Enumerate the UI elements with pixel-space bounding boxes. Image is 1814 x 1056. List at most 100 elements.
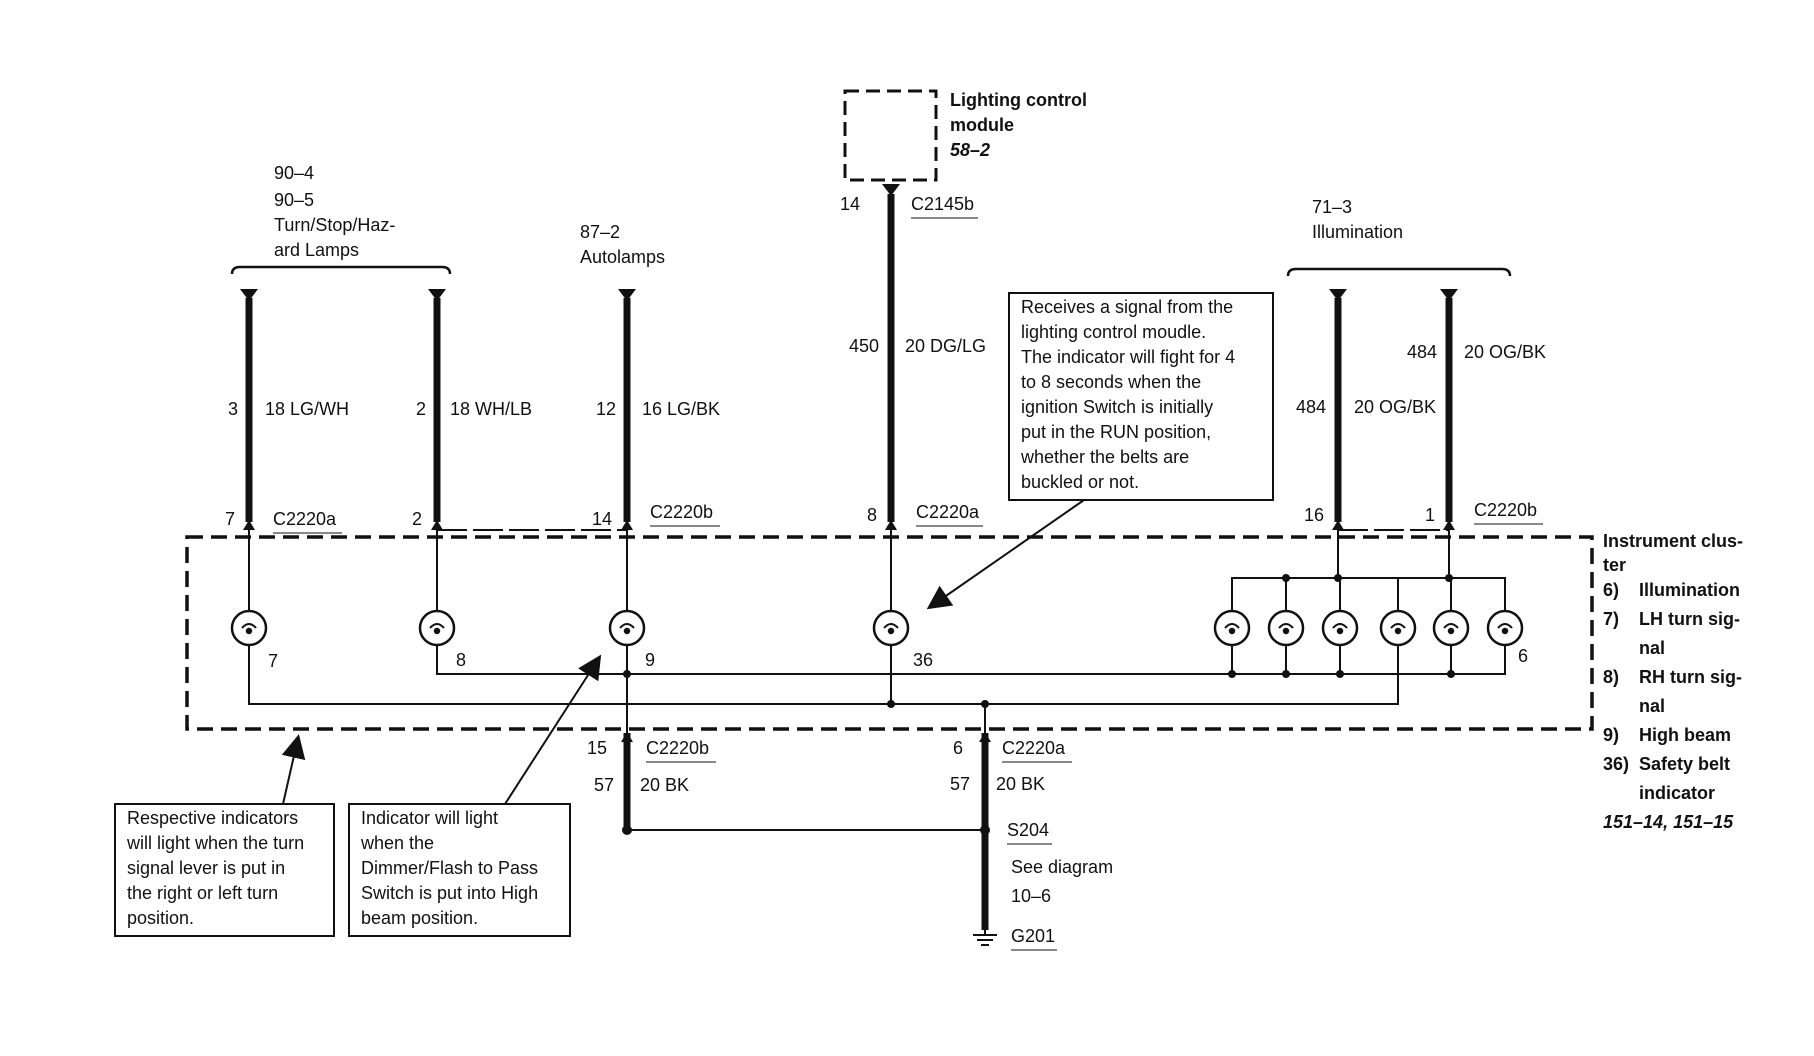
note-line: Indicator will light	[361, 808, 499, 828]
wire-spec: 18 WH/LB	[450, 399, 532, 419]
wire-spec: 16 LG/BK	[642, 399, 720, 419]
internal-wire	[436, 644, 1398, 675]
terminal-top	[240, 289, 258, 301]
terminal-top	[1440, 289, 1458, 301]
terminal-top	[882, 184, 900, 196]
note-line: Dimmer/Flash to Pass	[361, 858, 539, 878]
turn-lamps-label-1: Turn/Stop/Haz-	[274, 215, 395, 235]
splice-dot	[1336, 670, 1344, 678]
pin-number: 1	[1425, 505, 1435, 525]
note-arrow	[281, 734, 306, 805]
illumination-label: Illumination	[1312, 222, 1403, 242]
connector-label: C2220b	[1474, 500, 1537, 520]
pin-number: 7	[225, 509, 235, 529]
wire-circuit-number: 12	[596, 399, 616, 419]
cluster-legend-title-2: ter	[1603, 555, 1626, 575]
see-diagram-1: See diagram	[1011, 857, 1113, 877]
bulb-label: 8	[456, 650, 466, 670]
connector-label: C2220b	[650, 502, 713, 522]
illumination-bracket	[1286, 267, 1512, 277]
legend-refs: 151–14, 151–15	[1603, 812, 1734, 832]
legend-number: 8)	[1603, 667, 1619, 687]
bulb-label: 36	[913, 650, 933, 670]
connector-label: C2220a	[273, 509, 337, 529]
cluster-legend-title-1: Instrument clus-	[1603, 531, 1743, 551]
bulb-illumination-icon	[1486, 609, 1524, 647]
ground-wire-terminals	[621, 732, 991, 835]
wire-circuit-number: 484	[1296, 397, 1326, 417]
ground-wires	[623, 733, 989, 930]
turn-lamps-label-2: ard Lamps	[274, 240, 359, 260]
connector-pin-arrow	[621, 520, 633, 530]
turn-lamps-bracket	[230, 265, 452, 275]
legend-text: nal	[1639, 696, 1665, 716]
wire-top-terminals	[240, 184, 1458, 301]
wire-group-top	[245, 194, 1453, 522]
splice-dot	[1447, 670, 1455, 678]
splice-dot	[981, 700, 989, 708]
pin-number: 2	[412, 509, 422, 529]
lighting-control-module-box	[843, 89, 938, 182]
turn-signal-note: Respective indicators will light when th…	[115, 804, 334, 933]
bulb-illumination-icon	[1213, 609, 1251, 647]
connector-pin-arrow	[979, 732, 991, 742]
terminal-top	[618, 289, 636, 301]
connector-pin-arrow	[1443, 520, 1455, 530]
legend-text: nal	[1639, 638, 1665, 658]
splice-dot	[1334, 574, 1342, 582]
bulb-illumination-icon	[1379, 609, 1417, 647]
pin-number: 16	[1304, 505, 1324, 525]
note-line: Respective indicators	[127, 808, 299, 828]
note-arrow	[504, 654, 602, 805]
wire-spec: 20 BK	[996, 774, 1045, 794]
lighting-module-title-1: Lighting control	[950, 90, 1087, 110]
lighting-module-pin: 14	[840, 194, 860, 214]
connector-label: C2220b	[646, 738, 709, 758]
note-line: beam position.	[361, 908, 479, 928]
legend-text: RH turn sig-	[1639, 667, 1742, 687]
bulb-rh-turn-icon	[418, 609, 456, 647]
connector-pin-arrow	[621, 732, 633, 742]
instrument-cluster-box	[185, 535, 1594, 731]
terminal-top	[1329, 289, 1347, 301]
pin-number: 8	[867, 505, 877, 525]
turn-lamps-ref-2: 90–5	[274, 190, 314, 210]
legend-number: 6)	[1603, 580, 1619, 600]
terminal-top	[428, 289, 446, 301]
legend-text: LH turn sig-	[1639, 609, 1740, 629]
turn-lamps-ref-1: 90–4	[274, 163, 314, 183]
see-diagram-2: 10–6	[1011, 886, 1051, 906]
wire-bottom-terminals	[243, 520, 1455, 530]
wire-spec: 18 LG/WH	[265, 399, 349, 419]
wire-circuit-number: 57	[594, 775, 614, 795]
wire-spec: 20 DG/LG	[905, 336, 986, 356]
lighting-module-title-2: module	[950, 115, 1014, 135]
bulb-illumination-icon	[1321, 609, 1359, 647]
legend-number: 7)	[1603, 609, 1619, 629]
pin-number: 6	[953, 738, 963, 758]
wire-spec: 20 OG/BK	[1354, 397, 1436, 417]
illumination-ref: 71–3	[1312, 197, 1352, 217]
autolamps-label: Autolamps	[580, 247, 665, 267]
legend-number: 9)	[1603, 725, 1619, 745]
note-arrow	[926, 499, 1085, 610]
bulb-high-beam-icon	[608, 609, 646, 647]
note-line: ignition Switch is initially	[1021, 397, 1214, 417]
note-line: The indicator will fight for 4	[1021, 347, 1236, 367]
splice-dot	[1228, 670, 1236, 678]
connector-label: C2220a	[916, 502, 980, 522]
bulbs	[230, 609, 1524, 647]
note-line: when the	[361, 833, 435, 853]
lighting-module-ref: 58–2	[950, 140, 990, 160]
legend-text: indicator	[1639, 783, 1715, 803]
note-line: buckled or not.	[1021, 472, 1140, 492]
connector-pin-arrow	[243, 520, 255, 530]
wire-circuit-number: 3	[228, 399, 238, 419]
ground-id: G201	[1011, 926, 1055, 946]
note-line: whether the belts are	[1021, 447, 1190, 467]
bulb-label: 7	[268, 651, 278, 671]
pin-number: 15	[587, 738, 607, 758]
note-line: position.	[127, 908, 195, 928]
bulb-label: 6	[1518, 646, 1528, 666]
